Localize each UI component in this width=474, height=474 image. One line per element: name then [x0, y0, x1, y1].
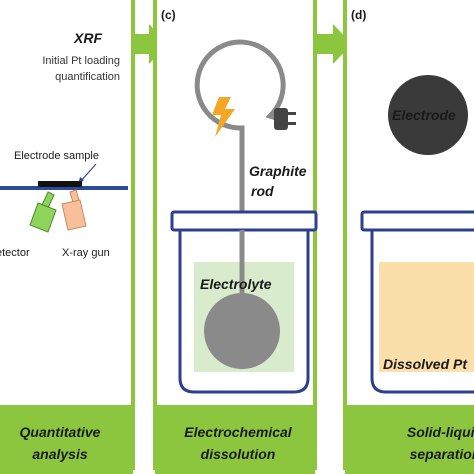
- panel-b: XRF Initial Pt loading quantification El…: [0, 0, 135, 474]
- beaker-lid: [360, 210, 474, 232]
- electrode-sample-label: Electrode sample: [14, 150, 99, 162]
- method-title: XRF: [73, 30, 102, 46]
- arrow-right-icon: [317, 24, 352, 64]
- panel-b-border: [0, 0, 135, 470]
- panel-d-tag: (d): [351, 8, 366, 22]
- xray-gun-icon: [61, 189, 87, 231]
- panel-d-border: [343, 0, 474, 470]
- panel-b-footer: [0, 405, 133, 474]
- graphite-label-line-2: rod: [251, 183, 274, 199]
- power-plug-icon: [274, 108, 296, 130]
- electrode-disk: [388, 75, 468, 155]
- method-desc-line-1: Initial Pt loading: [42, 55, 120, 67]
- footer-line-2: dissolution: [201, 446, 276, 462]
- footer-line-1: Electrochemical: [184, 424, 292, 440]
- electrolyte-label: Electrolyte: [200, 276, 272, 292]
- lightning-bolt-icon: [212, 97, 235, 137]
- power-cable: [194, 39, 286, 218]
- beaker-lid: [170, 210, 318, 232]
- footer-line-1: Solid-liquid: [407, 424, 474, 440]
- panel-c: (c) Graphite rod Electrolyte Electrochem…: [153, 0, 318, 474]
- xray-gun-label: X-ray gun: [62, 247, 110, 259]
- sample-stage: [0, 186, 128, 190]
- panel-d: (d) Electrode Dissolved Pt Solid-liquid …: [343, 0, 474, 474]
- dissolved-label: Dissolved Pt: [383, 356, 468, 372]
- panel-c-tag: (c): [161, 8, 176, 22]
- footer-line-2: analysis: [32, 446, 87, 462]
- graphite-label-line-1: Graphite: [249, 163, 307, 179]
- arrow-right-icon: [132, 24, 168, 64]
- dissolved-solution: [379, 262, 474, 372]
- panel-c-footer: [155, 405, 315, 474]
- electrode-sample: [38, 181, 82, 187]
- panel-d-footer: [345, 405, 474, 474]
- method-desc-line-2: quantification: [55, 71, 120, 83]
- electrode-label: Electrode: [392, 107, 456, 123]
- footer-line-2: separation: [410, 446, 474, 462]
- detector-icon: [29, 191, 57, 233]
- footer-line-1: Quantitative: [20, 424, 101, 440]
